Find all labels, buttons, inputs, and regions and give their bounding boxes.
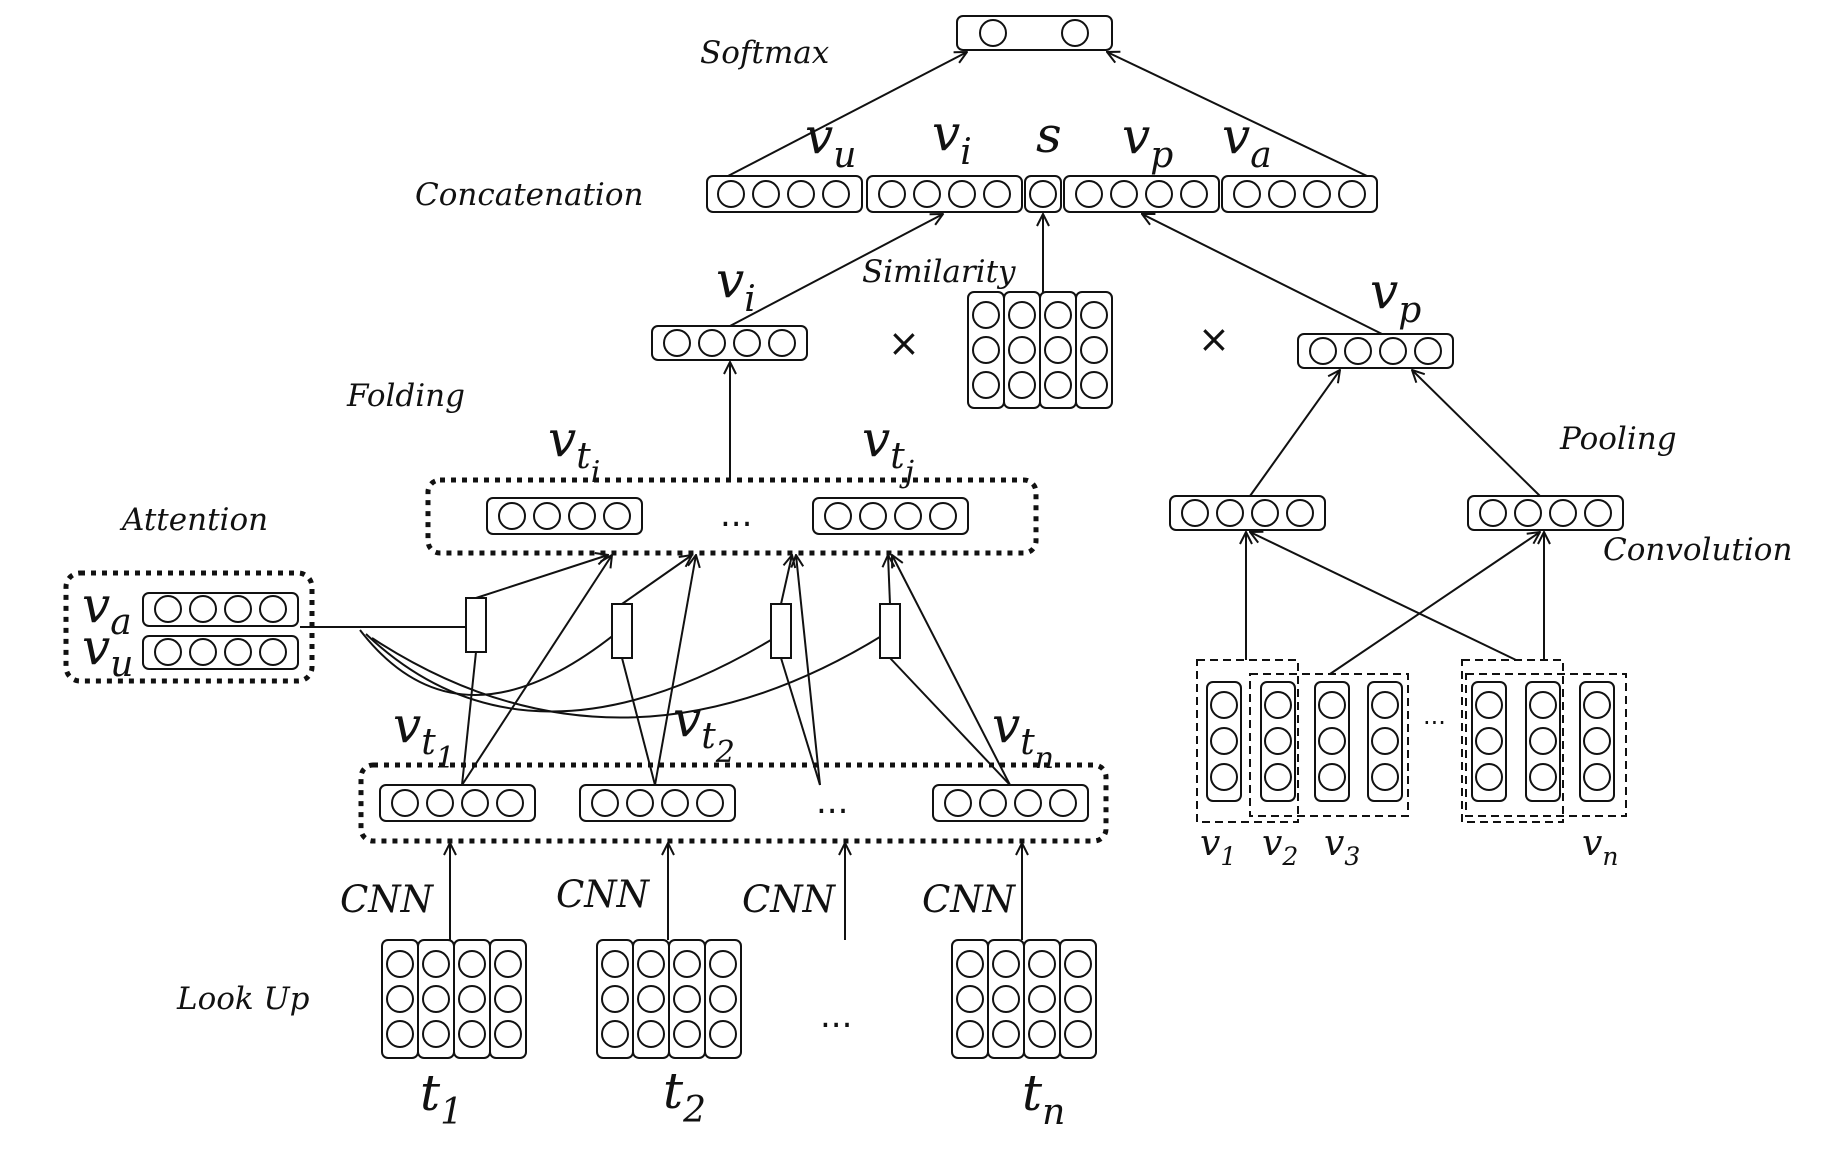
attention-gate-1 <box>465 597 487 653</box>
conv-column-vn <box>1579 681 1615 802</box>
conv-column-6 <box>1525 681 1561 802</box>
conv-window-4 <box>1465 673 1627 817</box>
term-vector-vtn <box>932 784 1089 822</box>
concat-label-s: s <box>1036 106 1062 164</box>
cnn-arrows <box>450 843 1022 940</box>
softmax-output <box>956 15 1113 51</box>
conv-column-4 <box>1367 681 1403 802</box>
arrow-concat-to-softmax-right <box>1107 52 1368 177</box>
cnn-label-4: CNN <box>922 878 1017 921</box>
arrow-vp-to-concat <box>1142 214 1383 335</box>
conv-column-v2 <box>1260 681 1296 802</box>
lookup-matrix-tn <box>951 939 1097 1059</box>
conv-column-5 <box>1471 681 1507 802</box>
label-t1: t1 <box>420 1064 463 1133</box>
concat-scalar-s <box>1024 175 1062 213</box>
term-vector-group-box <box>358 762 1109 844</box>
similarity-label: Similarity <box>862 254 1016 290</box>
term-vector-vt1 <box>379 784 536 822</box>
folding-ellipsis: ... <box>720 495 752 535</box>
attention-gate-4 <box>879 603 901 659</box>
term-vector-vt2 <box>579 784 736 822</box>
label-vt1: vt1 <box>393 696 455 776</box>
concat-label-vi: vi <box>932 104 972 173</box>
conv-column-v1 <box>1206 681 1242 802</box>
label-va: va <box>82 576 132 643</box>
folding-label: Folding <box>346 378 465 414</box>
cnn-label-1: CNN <box>340 878 435 921</box>
concat-vector-vp <box>1063 175 1220 213</box>
lookup-label: Look Up <box>176 981 310 1017</box>
attention-gate-2 <box>611 603 633 659</box>
folding-vector-vtj <box>812 497 969 535</box>
arrow-pool-right-to-vp <box>1412 370 1541 497</box>
label-vt2: vt2 <box>673 690 735 770</box>
term-vector-ellipsis: ... <box>816 782 848 822</box>
cnn-label-3: CNN <box>742 878 837 921</box>
label-vtn: vtn <box>992 696 1054 776</box>
lookup-matrix-t2 <box>596 939 742 1059</box>
concat-label-vp: vp <box>1122 107 1173 176</box>
conv-window-1 <box>1196 659 1299 823</box>
vector-vi <box>651 325 808 361</box>
folding-vector-vti <box>486 497 643 535</box>
lookup-matrix-t1 <box>381 939 527 1059</box>
softmax-label: Softmax <box>700 35 830 71</box>
label-vi: vi <box>716 251 756 320</box>
folding-group-box <box>425 477 1039 556</box>
cnn-label-2: CNN <box>556 873 651 916</box>
conv-window-2 <box>1249 673 1409 817</box>
convolution-label: Convolution <box>1603 532 1792 568</box>
label-vp: vp <box>1370 262 1421 331</box>
arrow-pool-left-to-vp <box>1249 370 1340 497</box>
arrow-vi-to-concat <box>729 214 943 327</box>
conv-ellipsis: ... <box>1423 702 1446 730</box>
conv-arrows <box>1246 532 1544 675</box>
arrow-concat-to-softmax-left <box>727 52 967 177</box>
attention-arrows <box>461 555 1011 786</box>
concat-label-va: va <box>1222 107 1272 176</box>
pooling-input-right <box>1467 495 1624 531</box>
concat-vector-vi <box>866 175 1023 213</box>
label-t2: t2 <box>663 1062 706 1131</box>
attention-label: Attention <box>119 502 268 538</box>
pooling-label: Pooling <box>1559 421 1677 457</box>
concat-vector-vu <box>706 175 863 213</box>
pooling-input-left <box>1169 495 1326 531</box>
label-vtj: vtj <box>862 410 914 490</box>
label-vu: vu <box>82 618 133 685</box>
vector-vp <box>1297 333 1454 369</box>
attention-vector-vu <box>142 635 299 670</box>
attention-vector-va <box>142 592 299 627</box>
label-vti: vti <box>548 410 600 490</box>
conv-column-v3 <box>1314 681 1350 802</box>
label-tn: tn <box>1022 1064 1065 1133</box>
times-symbol-right: × <box>1198 317 1230 361</box>
label-v1: v1 <box>1200 823 1236 871</box>
times-symbol-left: × <box>888 321 920 365</box>
lookup-ellipsis: ... <box>820 996 852 1036</box>
concat-label-vu: vu <box>805 107 856 176</box>
conv-window-3 <box>1461 659 1564 823</box>
label-v2: v2 <box>1262 823 1298 871</box>
similarity-matrix <box>967 291 1113 409</box>
attention-connectors <box>300 626 889 719</box>
label-vn: vn <box>1582 823 1618 871</box>
label-v3: v3 <box>1324 823 1360 871</box>
concat-vector-va <box>1221 175 1378 213</box>
attention-gate-3 <box>770 603 792 659</box>
concatenation-label: Concatenation <box>415 177 643 213</box>
